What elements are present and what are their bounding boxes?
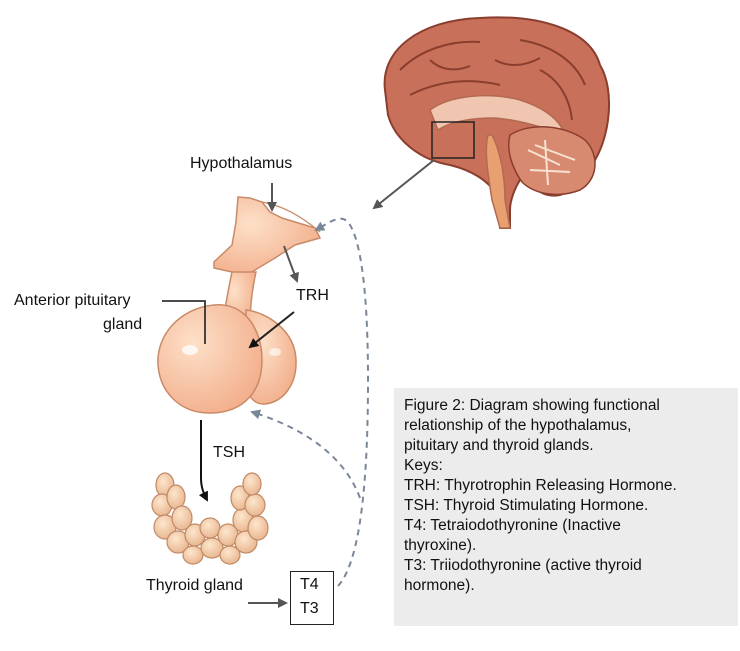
- caption-line: T3: Triiodothyronine (active thyroid: [404, 557, 642, 574]
- trh-arrow: [283, 245, 299, 283]
- trh-pointer: [248, 311, 295, 349]
- anterior-pituitary-label-line2: gland: [103, 316, 143, 333]
- tsh-label: TSH: [213, 444, 245, 461]
- magnify-box: [431, 121, 475, 159]
- anterior-pituitary-leader: [162, 300, 206, 344]
- brain-illustration: [383, 16, 610, 229]
- feedback-to-pituitary: [250, 409, 361, 499]
- caption-line: pituitary and thyroid glands.: [404, 437, 594, 454]
- caption-line: thyroxine).: [404, 537, 477, 554]
- caption-line: TSH: Thyroid Stimulating Hormone.: [404, 497, 649, 514]
- caption-text: Figure 2: Diagram showing functional rel…: [404, 396, 736, 596]
- caption-line: TRH: Thyrotrophin Releasing Hormone.: [404, 477, 677, 494]
- caption-line: Figure 2: Diagram showing functional: [404, 397, 660, 414]
- caption-line: T4: Tetraiodothyronine (Inactive: [404, 517, 621, 534]
- anterior-pituitary: [157, 304, 263, 414]
- zoom-arrow: [372, 159, 435, 210]
- caption-line: hormone).: [404, 577, 475, 594]
- feedback-to-hypothalamus: [314, 217, 370, 587]
- hormone-box: T4 T3: [290, 571, 334, 625]
- caption-line: Keys:: [404, 457, 443, 474]
- anterior-pituitary-label-line1: Anterior pituitary: [14, 292, 131, 309]
- pituitary-illustration: [157, 196, 322, 414]
- t3-label: T3: [300, 600, 319, 617]
- tsh-arrow: [198, 420, 208, 502]
- trh-label: TRH: [296, 287, 329, 304]
- caption-panel: [394, 388, 738, 626]
- caption-line: relationship of the hypothalamus,: [404, 417, 632, 434]
- hypothalamus-label: Hypothalamus: [190, 155, 293, 172]
- thyroid-gland-label: Thyroid gland: [146, 577, 243, 594]
- thyroid-illustration: [151, 472, 269, 565]
- t4-label: T4: [300, 576, 319, 593]
